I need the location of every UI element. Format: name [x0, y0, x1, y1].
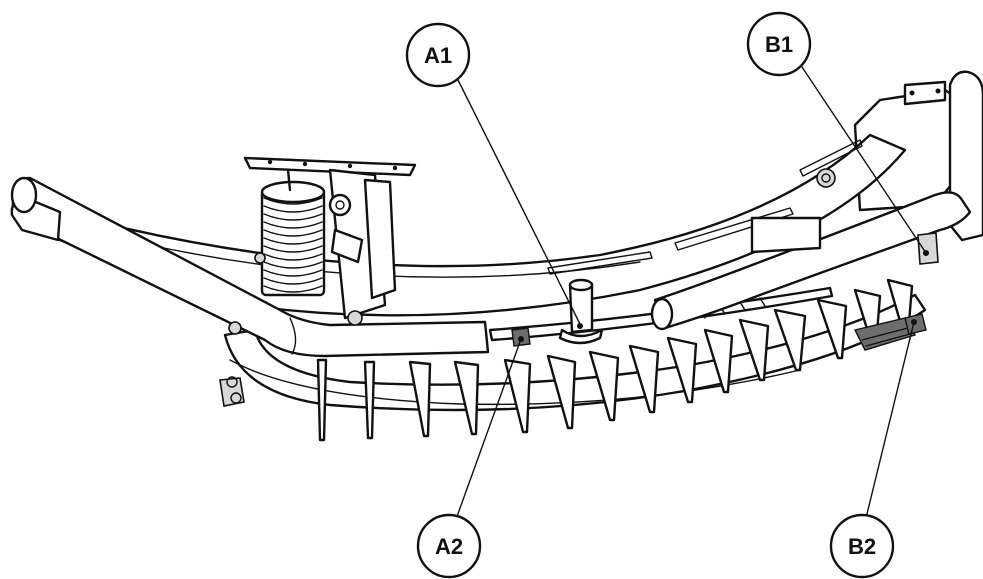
pin-b1 — [917, 232, 939, 265]
leader-b2 — [864, 321, 915, 523]
rear-tube — [650, 191, 972, 331]
callout-b1: B1 — [746, 11, 812, 77]
callout-b2: B2 — [829, 513, 895, 579]
callout-a2-label: A2 — [435, 534, 463, 559]
pin-a2 — [511, 327, 531, 347]
leader-lines — [454, 63, 927, 523]
callout-b1-label: B1 — [765, 32, 793, 57]
callout-a2: A2 — [416, 513, 482, 579]
cross-bar — [750, 216, 822, 254]
pin-b2 — [904, 313, 927, 335]
front-tube — [10, 176, 490, 358]
leader-a1 — [457, 79, 582, 327]
leader-a2 — [454, 338, 522, 523]
pin-a1 — [558, 278, 604, 345]
callout-a1: A1 — [405, 22, 471, 88]
leader-b1 — [799, 63, 927, 254]
coil-spring — [260, 168, 326, 297]
tines — [316, 278, 914, 442]
callout-a1-label: A1 — [424, 43, 452, 68]
spring-assembly — [219, 156, 417, 407]
callout-b2-label: B2 — [848, 534, 876, 559]
